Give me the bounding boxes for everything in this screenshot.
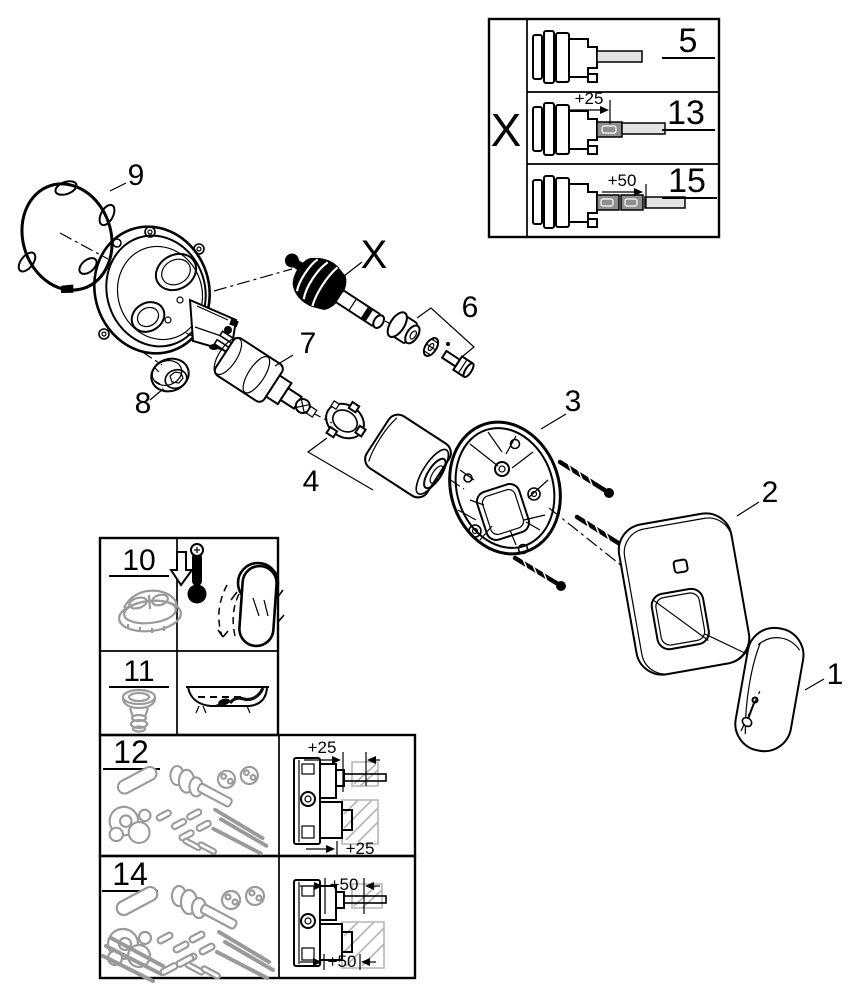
depth-dim-top: +50 (330, 875, 359, 894)
leader-line (804, 678, 825, 691)
cartridge-x-label: X (361, 233, 388, 277)
part-1-label: 1 (827, 658, 844, 691)
extension-block (596, 194, 620, 211)
cartridge-profile-icon (532, 175, 598, 229)
variant-number: 13 (667, 94, 705, 132)
leader-line (149, 388, 164, 401)
bathtub-icon (186, 686, 269, 714)
cartridge-x (284, 253, 386, 329)
cartridge-stem (621, 122, 666, 135)
install-depth-drawing-50: +50 +50 (293, 875, 387, 971)
leader-line (736, 501, 760, 517)
extension-parts-kit-icon (107, 762, 269, 857)
variant-group-label: X (491, 104, 522, 156)
variant-table: X 5 +25 13 +50 (487, 17, 721, 239)
kit-number: 10 (122, 544, 155, 577)
part-8-label: 8 (135, 387, 152, 420)
depth-dim-top: +25 (308, 738, 337, 757)
variant-number: 15 (668, 162, 706, 200)
kit-number: 12 (113, 734, 149, 770)
flow-part-icon (118, 589, 182, 633)
variant-row-13: +25 13 (532, 89, 715, 156)
lever-spray-icon (217, 561, 285, 648)
leader-line (109, 182, 127, 192)
temperature-down-icon (169, 543, 207, 604)
install-depth-drawing-25: +25 +25 (293, 738, 387, 858)
variant-row-15: +50 15 (532, 162, 717, 229)
extension-dim-label: +25 (575, 89, 604, 108)
leader-line (343, 261, 363, 277)
part-2-label: 2 (762, 476, 779, 509)
cartridge-stem (596, 50, 643, 63)
leader-line (540, 413, 567, 430)
cartridge-profile-icon (532, 30, 598, 84)
exploded-view: 9 (17, 159, 844, 753)
seal-gasket-9 (17, 180, 116, 293)
mounting-plate-3 (448, 420, 562, 556)
centerline (213, 268, 293, 292)
handle-screw (740, 690, 761, 732)
part-4-label: 4 (303, 465, 320, 498)
part-3-label: 3 (565, 385, 582, 418)
lever-handle-1 (734, 626, 805, 753)
variant-table-border (487, 17, 721, 239)
aerator-icon (121, 688, 157, 733)
extension-block (620, 194, 644, 211)
depth-dim-bottom: +50 (328, 952, 357, 971)
leader-line (274, 354, 294, 367)
part-6-label: 6 (462, 291, 479, 324)
extra-rods (101, 936, 195, 983)
depth-dim-bottom: +25 (346, 839, 375, 858)
part-7-label: 7 (300, 327, 317, 360)
extension-dim-label: +50 (608, 171, 637, 190)
kit-table: 10 (98, 536, 417, 983)
extension-parts-kit-icon (106, 882, 275, 982)
kit-cell-14: 14 + (101, 856, 387, 983)
kit-cell-11: 11 (109, 655, 269, 733)
cover-plate-2 (617, 512, 751, 676)
kit-cell-12: 12 +25 (103, 734, 387, 858)
kit-number: 14 (112, 856, 148, 892)
variant-row-5: 5 (532, 22, 715, 84)
kit-cell-10: 10 (109, 543, 285, 648)
extension-block (596, 121, 623, 138)
plate-webbing (457, 431, 549, 546)
variant-number: 5 (679, 22, 698, 60)
kit-number: 11 (123, 655, 154, 688)
fastener-set-6 (386, 307, 475, 379)
part-9-label: 9 (128, 159, 145, 192)
sleeve-group-4 (306, 400, 452, 499)
centerline (548, 507, 623, 567)
diverter-cartridge-7 (213, 330, 318, 418)
service-knob-8 (150, 357, 190, 393)
centerline (59, 232, 109, 260)
kit-box-14-border (98, 854, 417, 980)
cartridge-profile-icon (532, 102, 598, 156)
